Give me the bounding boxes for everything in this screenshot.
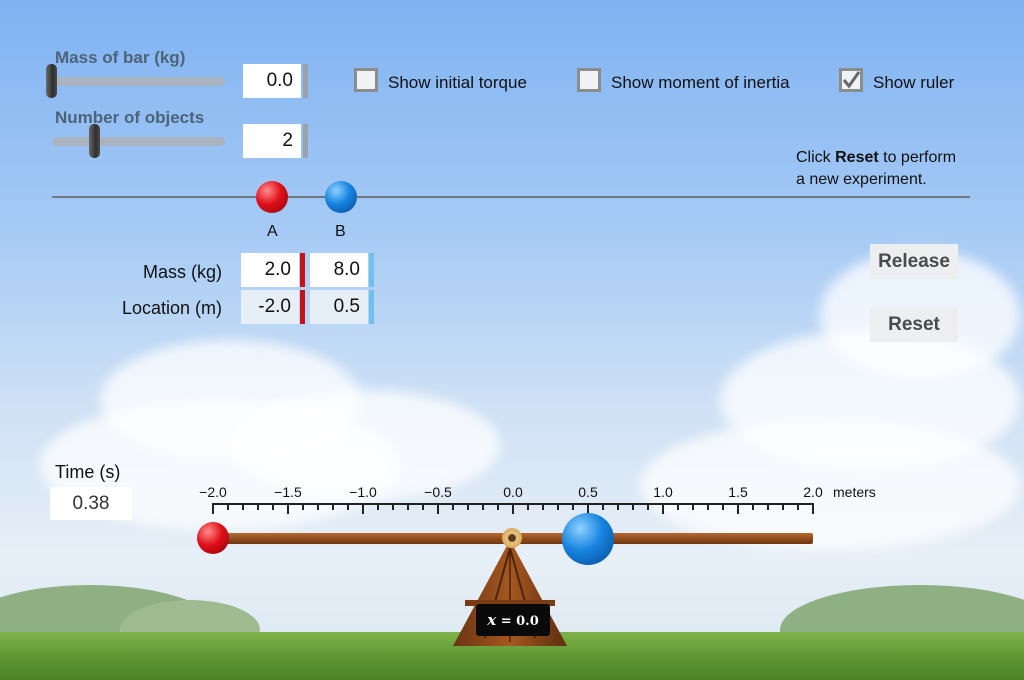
checkmark-icon (842, 71, 860, 89)
ruler-major-tick (737, 503, 739, 514)
object-a-handle[interactable] (256, 181, 288, 213)
ruler-tick-label: −1.5 (274, 484, 302, 500)
ruler-tick-label: 1.0 (653, 484, 673, 500)
ruler-unit: meters (833, 484, 876, 500)
ruler-major-tick (662, 503, 664, 514)
ruler-minor-tick (257, 503, 259, 510)
mass-of-bar-slider-thumb[interactable] (46, 64, 57, 98)
location-row-label: Location (m) (121, 298, 222, 318)
ruler-minor-tick (557, 503, 559, 510)
ruler-minor-tick (647, 503, 649, 510)
object-a-location[interactable]: -2.0 (241, 290, 299, 324)
ruler-major-tick (812, 503, 814, 514)
ruler-minor-tick (632, 503, 634, 510)
ruler-minor-tick (332, 503, 334, 510)
ruler-minor-tick (767, 503, 769, 510)
instruction-line2: a new experiment. (796, 171, 927, 188)
reset-button[interactable]: Reset (870, 307, 958, 342)
ruler-tick-label: 0.0 (503, 484, 523, 500)
object-a-on-bar[interactable] (197, 522, 229, 554)
ruler-minor-tick (707, 503, 709, 510)
ruler-minor-tick (317, 503, 319, 510)
object-b-location-tab (369, 290, 374, 324)
instruction-text: Click Reset to perform a new experiment. (796, 147, 956, 191)
mass-row-label: Mass (kg) (142, 262, 222, 282)
ruler-major-tick (437, 503, 439, 514)
ruler-minor-tick (377, 503, 379, 510)
instruction-suffix: to perform (878, 149, 957, 166)
object-a-location-tab (300, 290, 305, 324)
ruler-minor-tick (542, 503, 544, 510)
ruler-tick-label: 2.0 (803, 484, 823, 500)
pivot-position-readout: x = 0.0 (476, 604, 550, 636)
ruler-minor-tick (407, 503, 409, 510)
ruler-tick-label: 1.5 (728, 484, 748, 500)
ruler-minor-tick (482, 503, 484, 510)
mass-of-bar-value[interactable]: 0.0 (243, 64, 301, 98)
ruler-major-tick (287, 503, 289, 514)
instruction-bold: Reset (835, 149, 879, 166)
object-b-name: B (335, 223, 346, 240)
object-a-name: A (267, 223, 278, 240)
show-ruler-label: Show ruler (873, 73, 955, 92)
ruler-major-tick (587, 503, 589, 514)
show-moment-of-inertia-label: Show moment of inertia (611, 73, 790, 92)
ruler-minor-tick (797, 503, 799, 510)
object-a-mass-tab (300, 253, 305, 287)
object-b-location[interactable]: 0.5 (310, 290, 368, 324)
ruler-major-tick (212, 503, 214, 514)
pivot-readout-variable: x (487, 611, 497, 629)
object-b-mass-tab (369, 253, 374, 287)
ruler-minor-tick (497, 503, 499, 510)
ruler-minor-tick (782, 503, 784, 510)
ruler-minor-tick (242, 503, 244, 510)
number-of-objects-value[interactable]: 2 (243, 124, 301, 158)
ruler-minor-tick (347, 503, 349, 510)
ruler-minor-tick (722, 503, 724, 510)
number-of-objects-label: Number of objects (55, 108, 205, 127)
object-b-handle[interactable] (325, 181, 357, 213)
ruler-minor-tick (452, 503, 454, 510)
show-initial-torque-label: Show initial torque (388, 73, 527, 92)
pivot-icon (502, 528, 522, 548)
object-b-mass[interactable]: 8.0 (310, 253, 368, 287)
ruler-tick-label: −1.0 (349, 484, 377, 500)
ruler-tick-label: 0.5 (578, 484, 598, 500)
number-of-objects-value-tab (303, 124, 308, 158)
ruler-tick-label: −0.5 (424, 484, 452, 500)
show-initial-torque-checkbox[interactable] (354, 68, 378, 92)
ruler-minor-tick (272, 503, 274, 510)
time-label: Time (s) (55, 462, 121, 482)
number-of-objects-slider-track[interactable] (52, 137, 225, 146)
ruler-minor-tick (527, 503, 529, 510)
object-a-mass[interactable]: 2.0 (241, 253, 299, 287)
ruler-minor-tick (572, 503, 574, 510)
ruler-tick-label: −2.0 (199, 484, 227, 500)
pivot-readout-value: = 0.0 (496, 614, 539, 629)
object-rail (52, 196, 970, 198)
time-value: 0.38 (50, 487, 132, 520)
show-ruler-checkbox[interactable] (839, 68, 863, 92)
ruler-minor-tick (302, 503, 304, 510)
ruler-major-tick (512, 503, 514, 514)
ruler-minor-tick (392, 503, 394, 510)
ruler-minor-tick (677, 503, 679, 510)
ruler-minor-tick (692, 503, 694, 510)
number-of-objects-slider-thumb[interactable] (89, 124, 100, 158)
object-b-on-bar[interactable] (562, 513, 614, 565)
ruler-minor-tick (602, 503, 604, 510)
ruler-minor-tick (617, 503, 619, 510)
mass-of-bar-value-tab (303, 64, 308, 98)
show-moment-of-inertia-checkbox[interactable] (577, 68, 601, 92)
release-button[interactable]: Release (870, 244, 958, 279)
instruction-prefix: Click (796, 149, 836, 166)
mass-of-bar-slider-track[interactable] (52, 77, 225, 86)
ruler-major-tick (362, 503, 364, 514)
mass-of-bar-label: Mass of bar (kg) (55, 48, 186, 67)
ruler-minor-tick (422, 503, 424, 510)
ruler-minor-tick (467, 503, 469, 510)
ruler-minor-tick (227, 503, 229, 510)
ruler-minor-tick (752, 503, 754, 510)
